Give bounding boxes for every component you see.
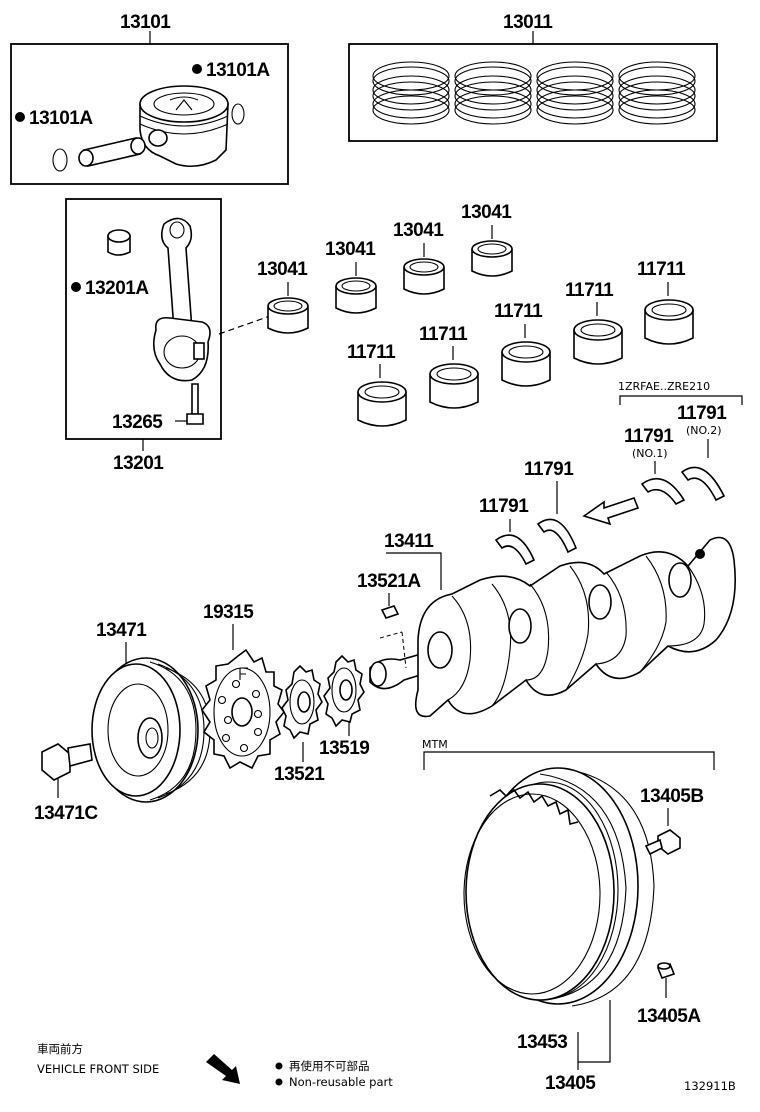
legend-front-en: VEHICLE FRONT SIDE (37, 1062, 159, 1076)
label-13201A[interactable]: 13201A (85, 278, 150, 299)
label-13453[interactable]: 13453 (517, 1032, 568, 1053)
conrod-bearing-2[interactable] (335, 277, 377, 314)
flywheel-group: MTM 13405B 13405A 13453 13405 (422, 738, 715, 1094)
rod-bolt[interactable] (186, 383, 204, 425)
crankshaft-pulley[interactable] (91, 657, 211, 803)
timing-rotor[interactable] (201, 648, 286, 770)
main-bearing-3[interactable] (501, 341, 551, 387)
thrust-washer-upper[interactable] (536, 518, 578, 554)
label-11711-d[interactable]: 11711 (565, 280, 615, 301)
label-13201[interactable]: 13201 (113, 453, 165, 474)
crankshaft[interactable] (369, 536, 736, 718)
label-13521[interactable]: 13521 (274, 764, 326, 785)
label-11791-no2[interactable]: 11791 (677, 403, 728, 424)
label-13405[interactable]: 13405 (545, 1073, 597, 1094)
label-13411[interactable]: 13411 (384, 531, 435, 552)
crankshaft-group: 13411 13521A (357, 531, 736, 718)
front-group: 13471 19315 13521 13519 13471C (34, 602, 370, 824)
piston-ring-set[interactable] (372, 61, 696, 125)
snap-ring-left[interactable] (52, 148, 68, 172)
pulley-bolt[interactable] (41, 743, 93, 781)
thrust-washer-lower[interactable] (494, 534, 536, 566)
nonreusable-dot (192, 64, 202, 74)
main-bearing-4[interactable] (573, 319, 623, 365)
nonreusable-dot (71, 282, 81, 292)
label-13521A[interactable]: 13521A (357, 571, 422, 592)
bearing-group: 13041 13041 13041 13041 11711 11711 1171… (218, 202, 694, 427)
label-13041-a[interactable]: 13041 (257, 259, 309, 280)
piston[interactable] (139, 85, 229, 168)
thrust-washer-group: 1ZRFAE..ZRE210 11791 (NO.2) 11791 (NO.1)… (479, 380, 743, 566)
label-13041-b[interactable]: 13041 (325, 239, 377, 260)
conrod-bearing-1[interactable] (267, 297, 309, 334)
label-13265[interactable]: 13265 (112, 412, 164, 433)
label-11791-no1[interactable]: 11791 (624, 426, 675, 447)
label-mtm: MTM (422, 738, 448, 751)
label-11711-c[interactable]: 11711 (494, 301, 544, 322)
legend: 車両前方 VEHICLE FRONT SIDE 再使用不可部品 Non-reus… (37, 1042, 736, 1093)
label-11791-c[interactable]: 11791 (524, 459, 575, 480)
flywheel-pin[interactable] (656, 962, 676, 979)
legend-nonreusable-jp: 再使用不可部品 (289, 1059, 370, 1073)
piston-ring-box (348, 43, 718, 142)
label-11711-b[interactable]: 11711 (419, 324, 469, 345)
label-13041-d[interactable]: 13041 (461, 202, 513, 223)
label-13101A-right[interactable]: 13101A (206, 60, 271, 81)
label-no2: (NO.2) (686, 424, 722, 437)
nonreusable-dot-icon (275, 1078, 283, 1086)
legend-nonreusable-en: Non-reusable part (289, 1075, 393, 1089)
main-bearing-1[interactable] (357, 381, 407, 427)
label-13471C[interactable]: 13471C (34, 803, 99, 824)
connecting-rod[interactable] (152, 217, 211, 382)
label-no1: (NO.1) (632, 447, 668, 460)
label-11791-d[interactable]: 11791 (479, 496, 530, 517)
nonreusable-dot-icon (275, 1062, 283, 1070)
diagram-id: 132911B (684, 1079, 736, 1093)
label-13405A[interactable]: 13405A (637, 1006, 702, 1027)
vehicle-front-arrow-icon (206, 1054, 240, 1084)
label-13011[interactable]: 13011 (503, 12, 554, 33)
label-13471[interactable]: 13471 (96, 620, 148, 641)
piston-group: 13101 13101A 13101A (10, 12, 289, 185)
label-13101A-left[interactable]: 13101A (29, 108, 94, 129)
nonreusable-dot (15, 112, 25, 122)
thrust-washer-no2[interactable] (680, 466, 726, 502)
thrust-washer-no1[interactable] (640, 477, 686, 506)
label-13405B[interactable]: 13405B (640, 786, 704, 807)
label-19315[interactable]: 19315 (203, 602, 255, 623)
crankshaft-gear[interactable] (323, 654, 365, 728)
piston-ring-group: 13011 (348, 12, 718, 142)
crank-key[interactable] (380, 605, 400, 619)
conrod-bearing-3[interactable] (403, 258, 445, 295)
flywheel-ring-gear[interactable] (463, 783, 615, 1001)
label-13041-c[interactable]: 13041 (393, 220, 445, 241)
rod-bushing[interactable] (107, 229, 131, 256)
flywheel-bolt[interactable] (644, 829, 681, 856)
label-13519[interactable]: 13519 (319, 738, 370, 759)
conrod-bearing-4[interactable] (471, 240, 513, 277)
main-bearing-2[interactable] (429, 363, 479, 409)
main-bearing-5[interactable] (644, 299, 694, 345)
piston-pin[interactable] (78, 137, 146, 167)
label-11711-a[interactable]: 11711 (347, 342, 397, 363)
variant-note: 1ZRFAE..ZRE210 (618, 380, 710, 393)
label-11711-e[interactable]: 11711 (637, 259, 687, 280)
legend-front-jp: 車両前方 (37, 1042, 83, 1056)
direction-arrow (582, 497, 640, 526)
connecting-rod-group: 13201 13201A 13265 (65, 198, 222, 474)
crankshaft-timing-sprocket[interactable] (281, 664, 323, 740)
snap-ring-right[interactable] (231, 103, 245, 125)
label-13101[interactable]: 13101 (120, 12, 172, 33)
